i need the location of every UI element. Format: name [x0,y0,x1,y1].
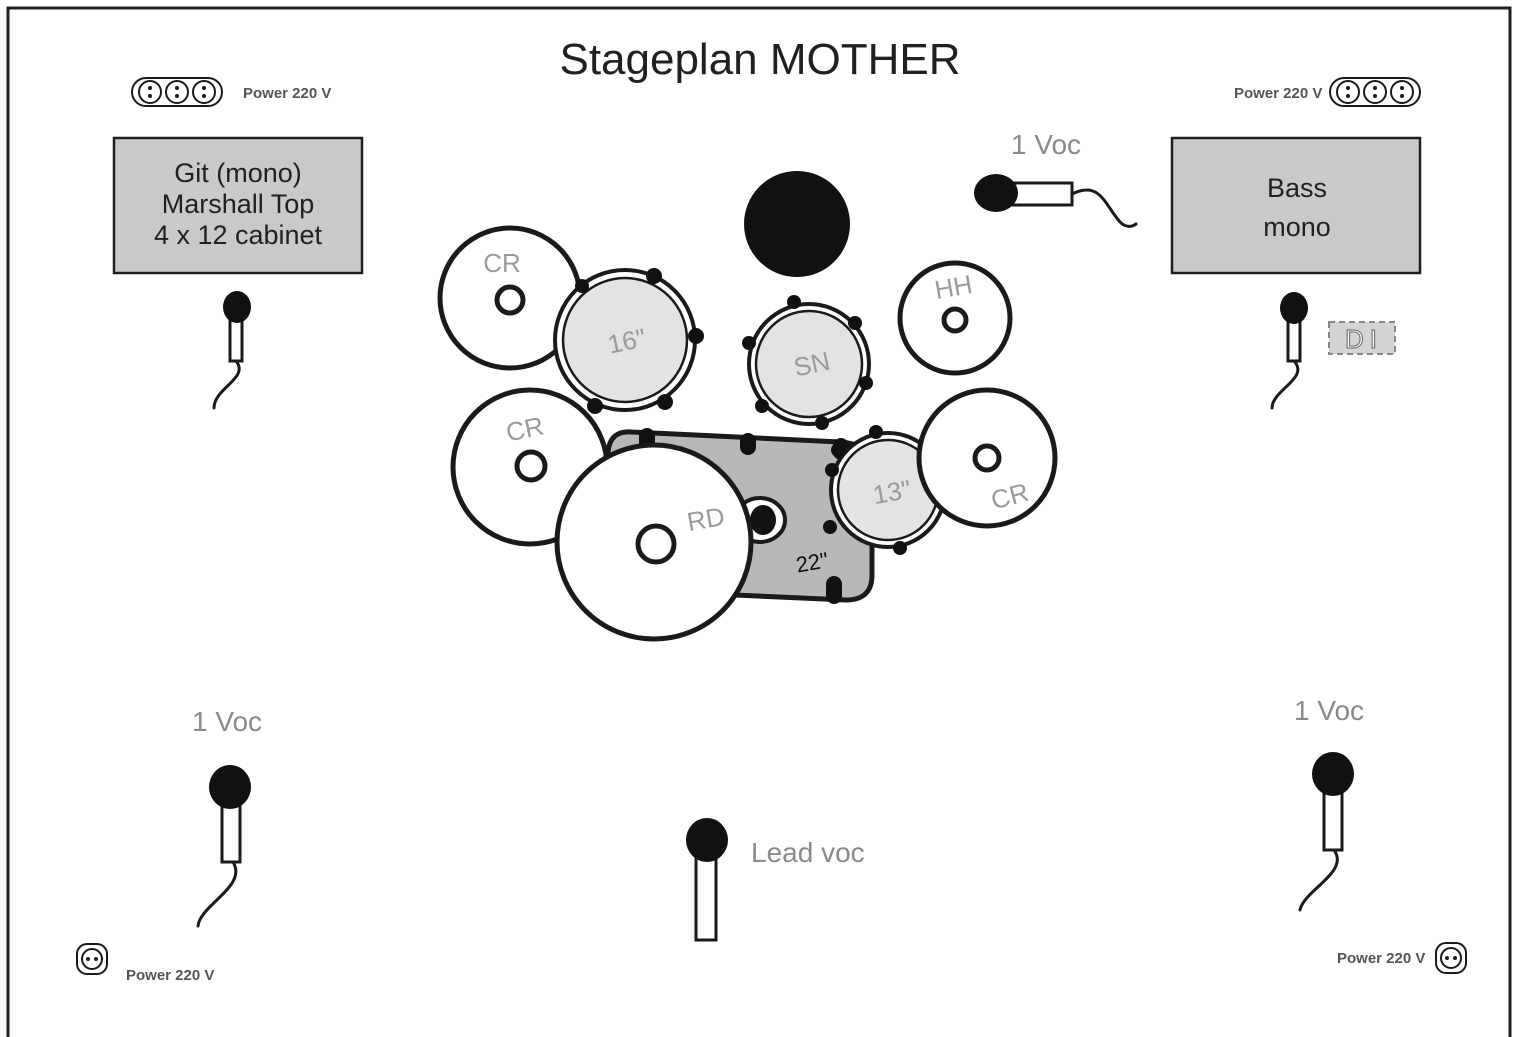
lead-voc-label: Lead voc [751,837,865,868]
ride-cymbal: RD [554,442,754,642]
left-voc-label: 1 Voc [192,706,262,737]
power-strip-bottom-right: Power 220 V [1337,942,1467,974]
guitar-amp-line-1: Git (mono) [174,158,302,188]
drum-voc-label: 1 Voc [1011,129,1081,160]
page-title: Stageplan MOTHER [559,35,960,84]
power-strip-bottom-left: Power 220 V [76,943,214,984]
power-label-top-left: Power 220 V [243,85,331,102]
microphone-icon [1270,292,1308,410]
hihat-cymbal: HH [897,260,1013,376]
guitar-amp-line-3: 4 x 12 cabinet [154,220,323,250]
power-outlet-icon [1435,942,1467,974]
snare-drum: SN [742,295,873,430]
bass-amp-line-2: mono [1263,212,1331,242]
power-strip-top-right: Power 220 V [1234,77,1421,107]
drum-kit: CR 16" SN HH [437,171,1058,642]
power-outlet-icon [1329,77,1421,107]
power-label-bottom-right: Power 220 V [1337,950,1425,967]
hihat-label: HH [932,269,974,305]
right-voc-label: 1 Voc [1294,695,1364,726]
guitar-amp: Git (mono) Marshall Top 4 x 12 cabinet [112,136,364,275]
microphone-icon [196,765,251,928]
di-label: DI [1345,324,1383,354]
microphone-icon [686,818,728,942]
bass-amp: Bass mono [1170,136,1422,275]
power-label-top-right: Power 220 V [1234,85,1322,102]
crash-cymbal-right: CR [916,387,1058,529]
guitar-amp-line-2: Marshall Top [162,189,315,219]
rack-tom-13: 13" [823,425,947,555]
ride-label: RD [685,501,727,537]
microphone-icon [974,174,1138,228]
bass-amp-line-1: Bass [1267,173,1327,203]
snare-label: SN [791,346,833,383]
crash-label-top-left: CR [483,248,521,278]
drum-stool [744,171,850,277]
power-outlet-icon [76,943,108,975]
kick-label: 22" [794,547,830,577]
microphone-icon [1298,752,1354,912]
microphone-icon [212,291,251,410]
power-outlet-icon [131,77,223,107]
page-frame [6,6,1512,1037]
rack-tom-label: 13" [870,474,913,510]
power-label-bottom-left: Power 220 V [126,967,214,984]
power-strip-top-left: Power 220 V [131,77,331,107]
di-box-icon: DI [1328,321,1396,355]
floor-tom-16: 16" [553,268,704,414]
crash-cymbal-top-left: CR [437,225,583,371]
